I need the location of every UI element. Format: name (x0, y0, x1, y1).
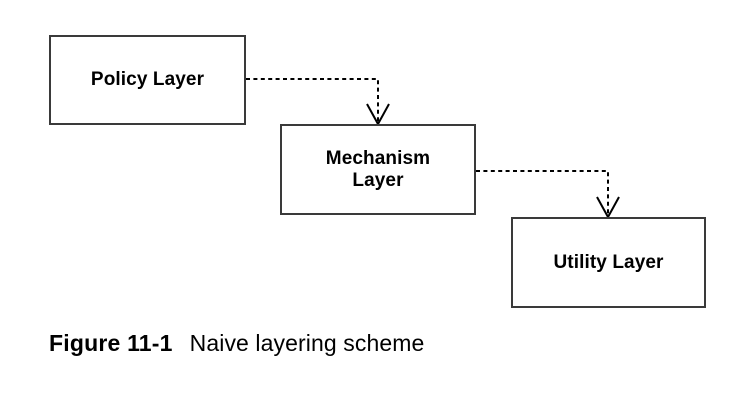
figure-caption: Figure 11-1 Naive layering scheme (49, 330, 709, 357)
connector-mechanism-to-utility (476, 170, 609, 215)
layer-box-utility: Utility Layer (511, 217, 706, 308)
layer-box-utility-label: Utility Layer (553, 251, 664, 273)
layer-box-mechanism: Mechanism Layer (280, 124, 476, 215)
arrowhead-policy-to-mechanism-icon (366, 103, 390, 127)
connector-policy-to-mechanism (246, 78, 379, 122)
layer-box-policy-label: Policy Layer (90, 69, 205, 91)
figure-caption-text: Naive layering scheme (189, 330, 425, 356)
figure-caption-number: Figure 11-1 (49, 330, 173, 356)
layer-box-mechanism-label: Mechanism Layer (325, 147, 431, 191)
layer-box-policy: Policy Layer (49, 35, 246, 125)
arrowhead-mechanism-to-utility-icon (596, 196, 620, 220)
